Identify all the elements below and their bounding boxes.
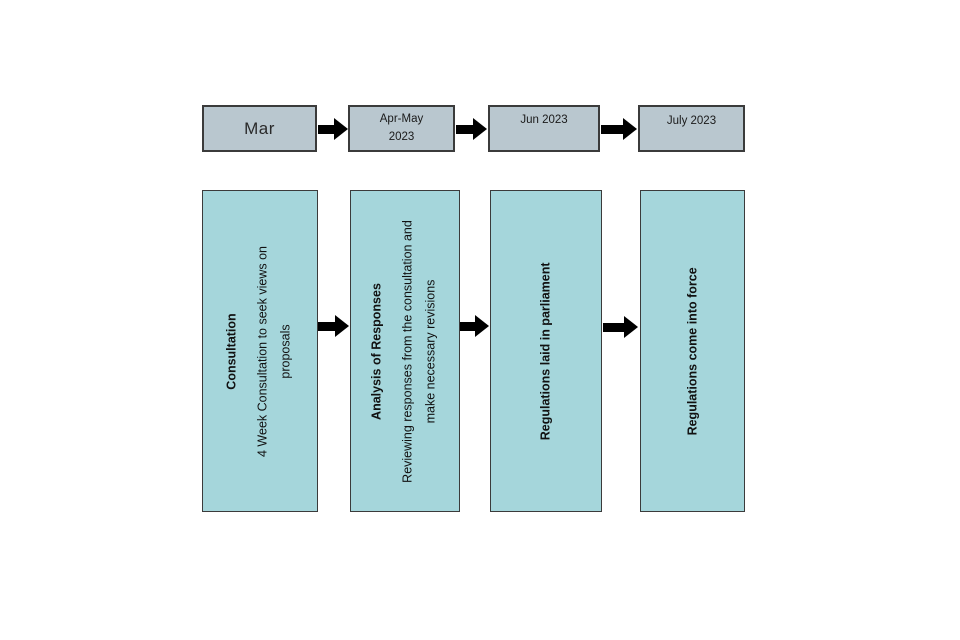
stage-title: Analysis of Responses [369, 282, 384, 420]
arrow-bar [318, 124, 334, 134]
stage-box-regulations-force: Regulations come into force [640, 190, 745, 512]
stage-title: Consultation [224, 312, 239, 390]
stage-rotated-text: Regulations laid in parliament [537, 201, 556, 501]
arrow-bar [460, 321, 475, 331]
stage-box-regulations-laid: Regulations laid in parliament [490, 190, 602, 512]
stage-box-analysis: Analysis of Responses Reviewing response… [350, 190, 460, 512]
arrow-right-icon [456, 117, 487, 141]
stage-description: 4 Week Consultation to seek views on pro… [255, 245, 293, 457]
month-label: Jun 2023 [520, 113, 568, 126]
arrow-right-icon [460, 314, 489, 338]
arrow-head [475, 315, 489, 337]
arrow-head [335, 315, 349, 337]
arrow-head [623, 118, 637, 140]
arrow-bar [603, 322, 624, 332]
arrow-head [624, 316, 638, 338]
arrow-right-icon [318, 314, 349, 338]
month-box-july: July 2023 [638, 105, 745, 152]
month-label: July 2023 [666, 114, 717, 127]
month-label: Mar [244, 118, 275, 138]
stage-title: Regulations laid in parliament [538, 262, 553, 440]
stage-box-consultation: Consultation 4 Week Consultation to seek… [202, 190, 318, 512]
arrow-bar [601, 124, 623, 134]
stage-rotated-text: Analysis of Responses Reviewing response… [368, 201, 443, 501]
month-label: Apr-May 2023 [379, 113, 424, 143]
stage-rotated-text: Regulations come into force [683, 201, 702, 501]
arrow-bar [456, 124, 473, 134]
stage-description: Reviewing responses from the consultatio… [400, 219, 438, 483]
month-box-apr-may: Apr-May 2023 [348, 105, 455, 152]
month-box-jun: Jun 2023 [488, 105, 600, 152]
arrow-bar [318, 321, 335, 331]
stage-title: Regulations come into force [685, 266, 700, 436]
arrow-right-icon [603, 315, 638, 339]
arrow-right-icon [318, 117, 348, 141]
stage-rotated-text: Consultation 4 Week Consultation to seek… [223, 201, 298, 501]
arrow-head [334, 118, 348, 140]
arrow-head [473, 118, 487, 140]
month-box-mar: Mar [202, 105, 317, 152]
arrow-right-icon [601, 117, 637, 141]
